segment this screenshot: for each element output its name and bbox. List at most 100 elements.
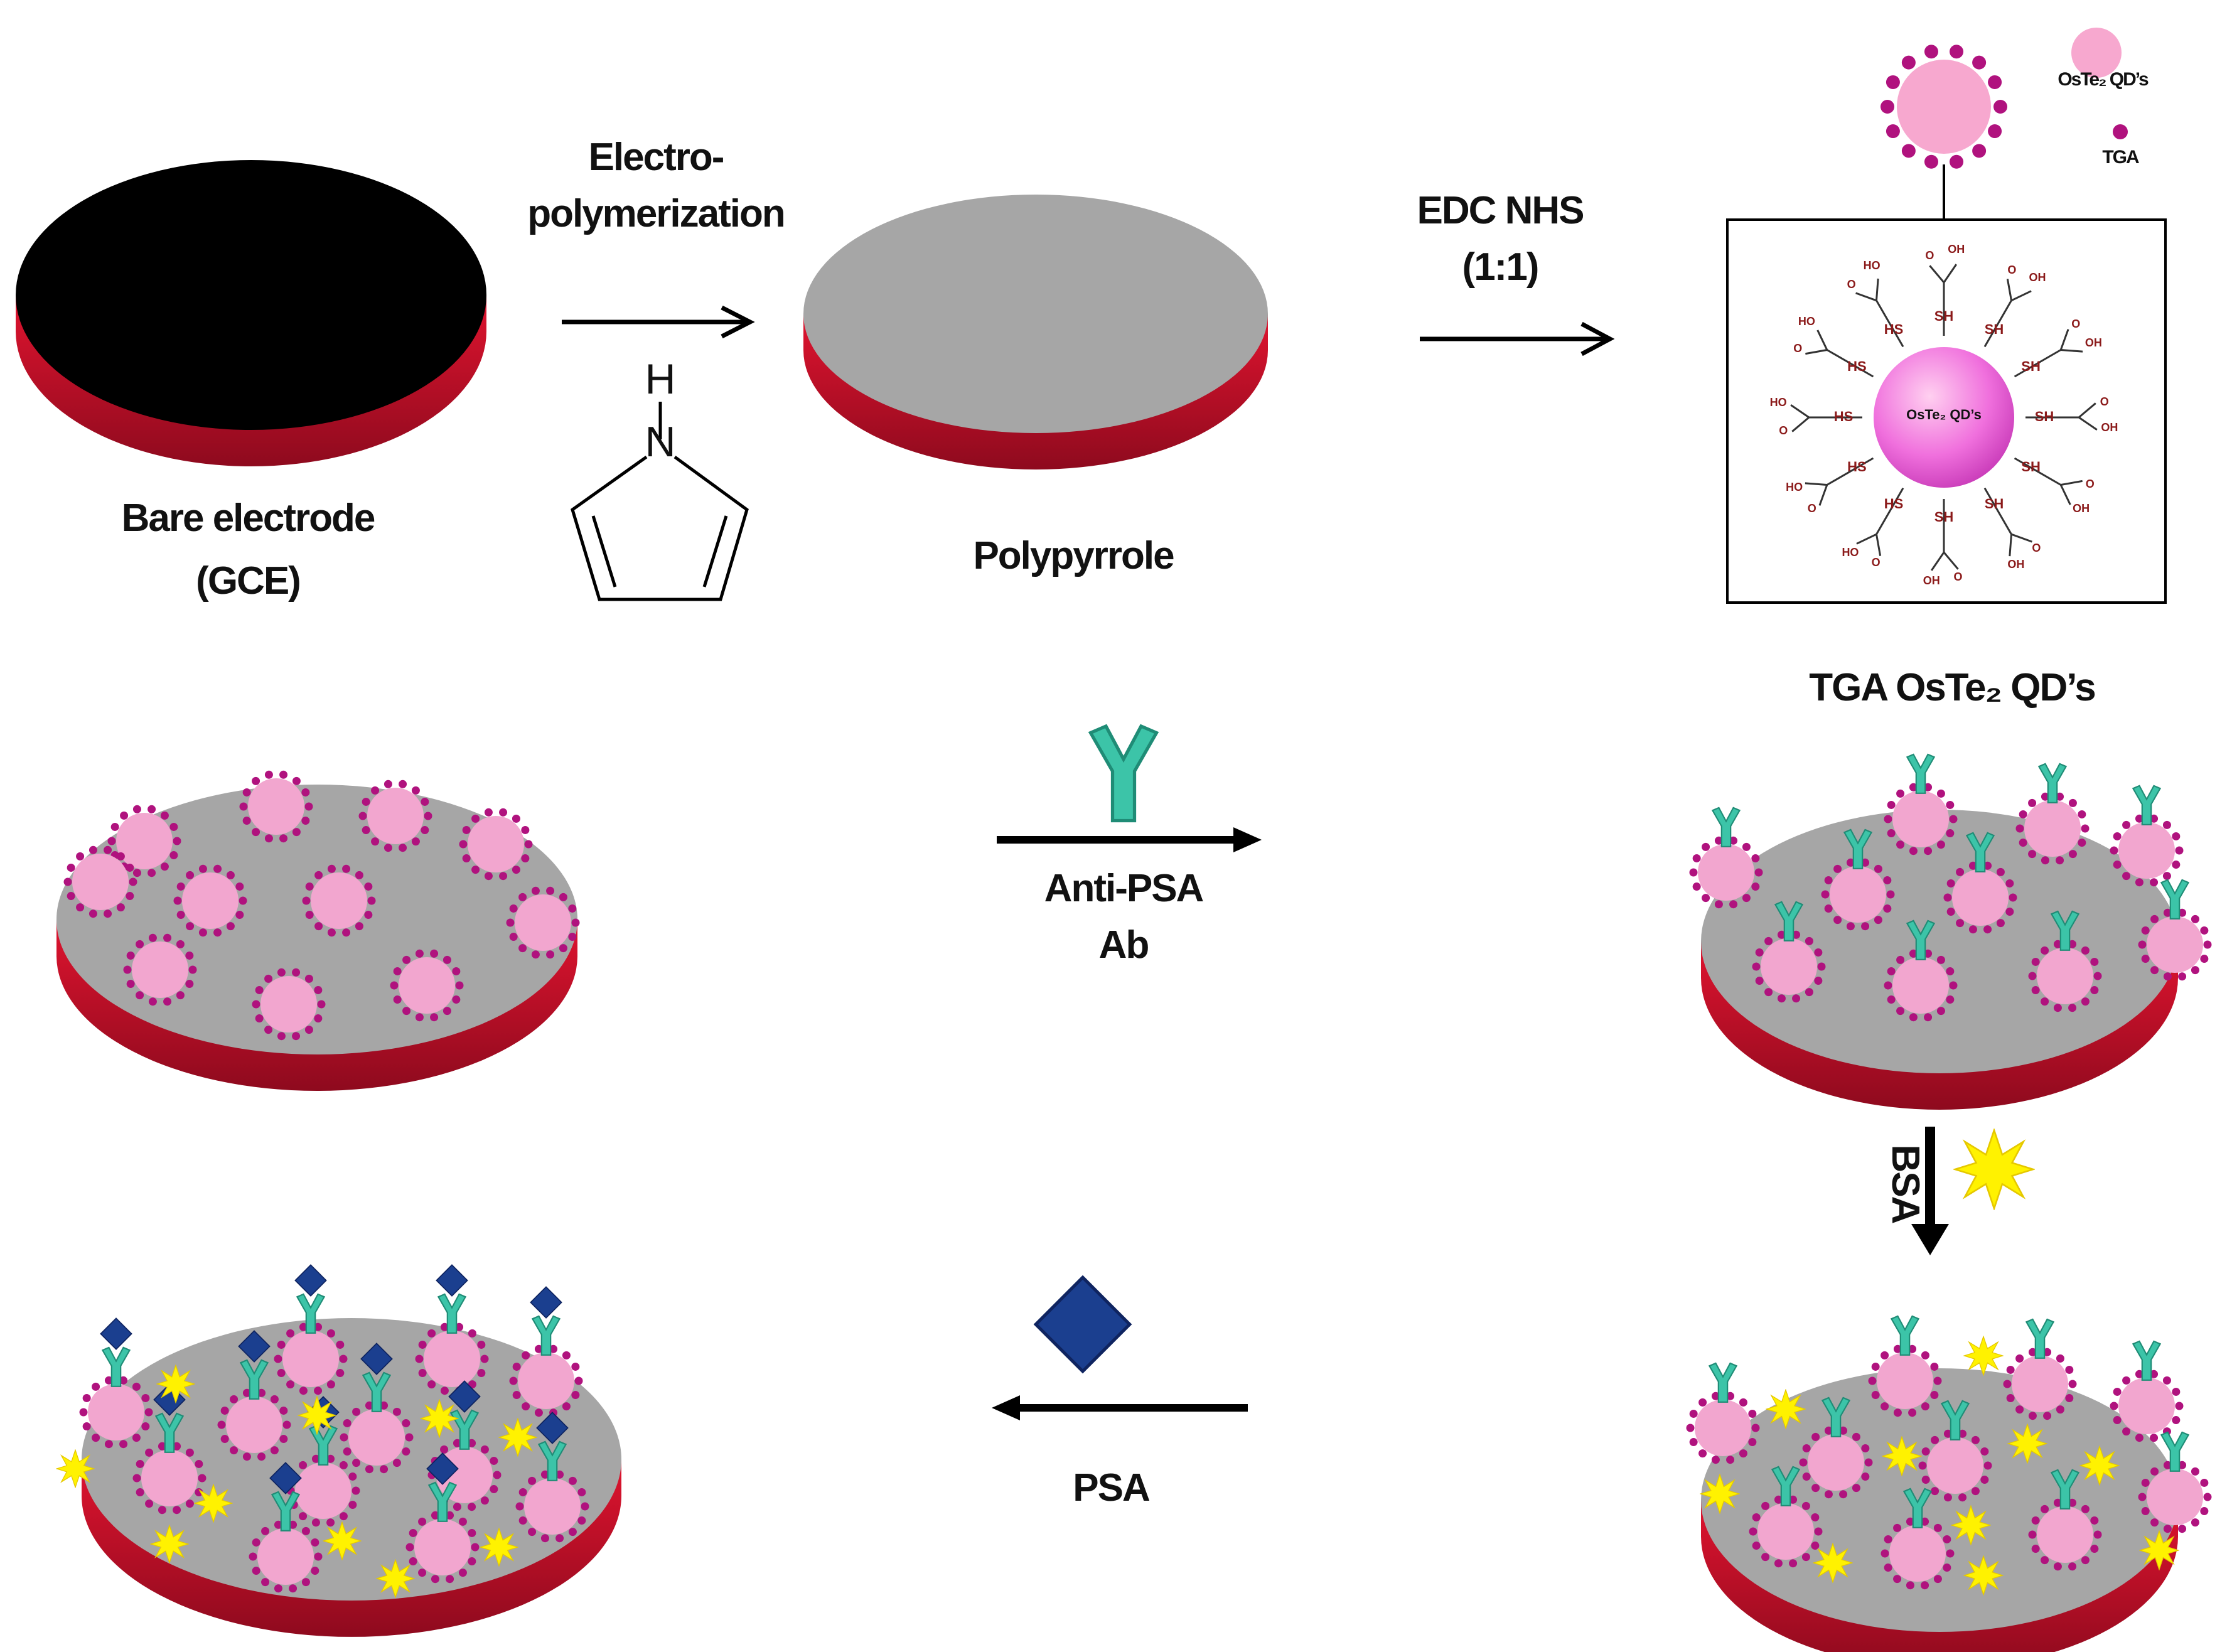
ligand-bond [2059, 484, 2071, 505]
label-electro-line1: Electro- [588, 136, 725, 179]
ligand-bond [2014, 349, 2061, 378]
ligand-thiol-label: SH [2021, 459, 2041, 475]
psa-bound-electrode-top [82, 1318, 621, 1601]
bsa-star-icon [323, 1521, 362, 1560]
arrow-anti-psa [997, 827, 1262, 852]
label-psa: PSA [1073, 1466, 1150, 1510]
ligand-bond [1983, 487, 2012, 535]
bsa-star-icon [1700, 1474, 1740, 1514]
ligand-oxygen-label: O [1847, 277, 1856, 291]
ligand-oxygen-label: O [1807, 502, 1816, 515]
qd-particle [1752, 930, 1826, 1003]
legend-tga-dot [1988, 124, 2002, 139]
legend-qd-with-tga [1881, 28, 2128, 220]
ligand-bond [1791, 416, 1810, 432]
legend-qd-swatch [2071, 28, 2122, 78]
ligand-bond [2006, 279, 2012, 301]
qd-particle [132, 1442, 207, 1515]
ligand-bond [1943, 264, 1958, 283]
bare-electrode-top [16, 160, 486, 430]
qd-particle [1868, 1344, 1942, 1417]
ligand-hydroxyl-label: HO [1842, 545, 1859, 559]
bsa-star-icon [1963, 1555, 2004, 1596]
label-bsa: BSA [1884, 1144, 1927, 1223]
ligand-bond [1827, 349, 1874, 378]
ligand-oxygen-label: O [2071, 317, 2081, 330]
ligand-hydroxyl-label: HO [1769, 396, 1787, 409]
antibody-reagent-icon [1091, 726, 1157, 821]
arrow-bsa [1911, 1127, 1949, 1255]
ligand-bond [1983, 300, 2012, 348]
arrow-edc-nhs [1420, 321, 1615, 357]
arrow-psa [992, 1395, 1248, 1420]
pyrrole-n-label: N [645, 418, 676, 466]
bsa-blocked-electrode [1686, 1315, 2212, 1652]
bsa-star-icon [1882, 1436, 1922, 1476]
ligand-thiol-label: SH [1984, 495, 2004, 512]
qd-particle [63, 845, 137, 918]
ligand-bond [1805, 349, 1828, 355]
ligand-thiol-label: HS [1847, 459, 1867, 475]
ligand-bond [1818, 484, 1828, 506]
antibody-electrode [1689, 753, 2212, 1110]
psa-diamond-icon [436, 1264, 468, 1297]
bsa-star-icon [480, 1528, 518, 1567]
qd-particle [302, 864, 376, 937]
ligand-oxygen-label: O [1925, 249, 1934, 262]
ligand-oxygen-label: O [2032, 542, 2041, 555]
polypyrrole-electrode-top [803, 195, 1268, 433]
ligand-bond [1875, 534, 1882, 556]
qd-particle [1884, 783, 1958, 856]
ligand-thiol-label: HS [1833, 409, 1854, 424]
ligand-thiol-label: HS [1847, 358, 1867, 374]
qd-particle [2138, 908, 2212, 981]
bsa-star-icon [194, 1484, 233, 1523]
ligand-bond [2061, 349, 2083, 353]
ligand-bond [2060, 480, 2083, 486]
ligand-bond [1827, 457, 1874, 486]
label-electro-line2: polymerization [527, 192, 786, 235]
ligand-oxygen-label: O [2007, 264, 2017, 277]
bsa-star-icon [1813, 1543, 1853, 1583]
ligand-bond [1816, 330, 1828, 351]
ligand-hydroxyl-label: OH [1948, 243, 1965, 256]
qd-particle [123, 933, 197, 1006]
bsa-star-icon [1951, 1505, 1991, 1545]
ligand-bond [1930, 552, 1945, 571]
ligand-bond [1856, 533, 1877, 545]
psa-diamond-icon [294, 1264, 327, 1297]
bsa-star-icon [1963, 1336, 2004, 1376]
ligand-thiol-label: SH [2034, 409, 2054, 424]
ligand-bond [2078, 402, 2096, 419]
box-qd-core [1874, 347, 2014, 488]
ligand-bond [1790, 404, 1810, 419]
ligand-thiol-label: HS [1884, 321, 1904, 338]
qd-particle [1881, 1517, 1955, 1590]
qd-particle [79, 1376, 153, 1449]
ligand-bond [2010, 290, 2032, 302]
ligand-hydroxyl-label: OH [1923, 574, 1940, 587]
qd-particle [1749, 1495, 1823, 1568]
bare-electrode [16, 160, 486, 466]
ligand-oxygen-label: O [2085, 478, 2095, 491]
ligand-oxygen-label: O [1779, 424, 1788, 437]
qd-particle [2028, 940, 2102, 1012]
qd-modified-electrode [56, 770, 580, 1091]
qd-particle [405, 1511, 480, 1584]
arrow-electropolymerization [562, 305, 755, 339]
ligand-thiol-label: HS [1884, 495, 1904, 512]
bsa-star-icon [376, 1559, 415, 1598]
bsa-star-icon [498, 1418, 537, 1457]
bsa-star-icon [2079, 1446, 2120, 1486]
qd-particle [459, 808, 533, 881]
legend-tga-dot [1924, 154, 1938, 169]
pyrrole-structure [571, 402, 749, 601]
legend-tga-dot [1950, 154, 1964, 169]
ligand-thiol-label: SH [1934, 308, 1954, 324]
legend-tga-swatch [2113, 124, 2128, 139]
bsa-star-icon [1954, 1129, 2034, 1210]
ligand-bond [1943, 552, 1959, 570]
ligand-bond [2010, 533, 2032, 543]
ligand-hydroxyl-label: HO [1863, 259, 1881, 272]
ligand-bond [1875, 278, 1879, 301]
